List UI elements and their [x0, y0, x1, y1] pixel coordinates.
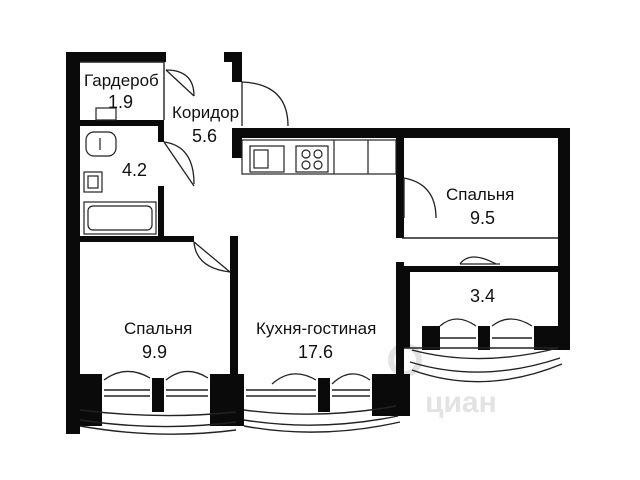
kitchen-sink-icon	[249, 145, 285, 173]
watermark-text: циан	[425, 386, 497, 419]
kitchen-counter	[241, 139, 397, 175]
room-area: 3.4	[470, 286, 495, 306]
bathtub-icon	[83, 201, 157, 235]
room-area: 5.6	[192, 126, 217, 146]
door-swing-icon	[103, 69, 533, 385]
room-area: 9.5	[470, 208, 495, 228]
walls	[66, 52, 570, 434]
toilet-icon	[85, 131, 117, 157]
room-bedroom-large: Спальня 9.9	[124, 319, 192, 362]
room-area: 17.6	[298, 342, 333, 362]
room-name: Спальня	[124, 319, 192, 338]
room-name: Гардероб	[84, 71, 159, 90]
room-bedroom-small: Спальня 9.5	[446, 185, 514, 228]
partitions	[80, 61, 558, 349]
room-name: Спальня	[446, 185, 514, 204]
room-area: 4.2	[122, 160, 147, 180]
room-loggia: 3.4	[470, 286, 495, 306]
room-name: Коридор	[172, 103, 239, 122]
room-area: 9.9	[142, 342, 167, 362]
stove-icon	[295, 145, 329, 173]
room-wardrobe: Гардероб 1.9	[84, 71, 159, 112]
room-area: 1.9	[108, 92, 133, 112]
room-bathroom: 4.2	[122, 160, 147, 180]
room-kitchen-living: Кухня-гостиная 17.6	[256, 319, 376, 362]
room-name: Кухня-гостиная	[256, 319, 376, 338]
room-corridor: Коридор 5.6	[172, 103, 239, 146]
window-icon	[79, 337, 563, 435]
sink-icon	[83, 107, 117, 193]
